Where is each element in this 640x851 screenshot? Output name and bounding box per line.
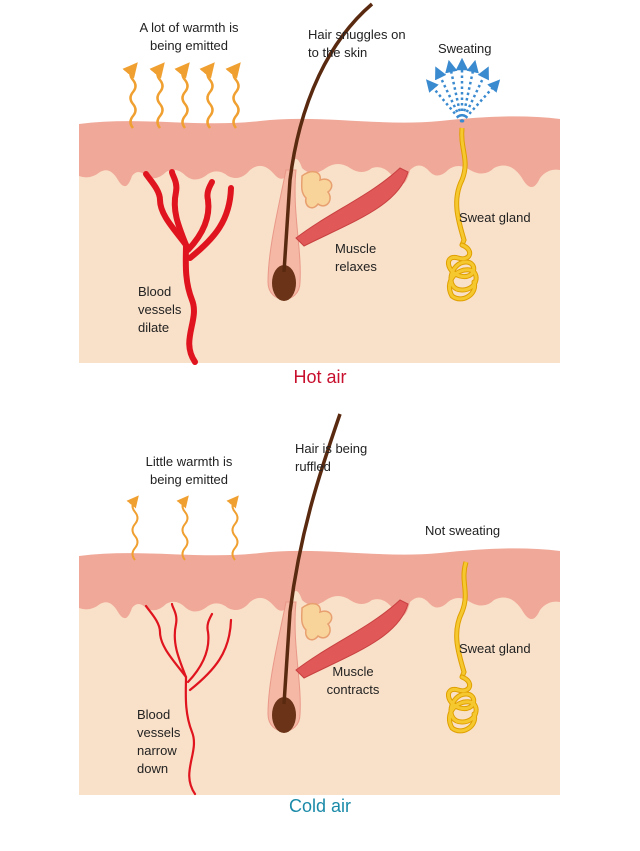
- blood-vessels-dilated: [143, 169, 234, 365]
- hair: [282, 2, 374, 273]
- sweat-gland-label: Sweat gland: [459, 641, 531, 656]
- sweat-droplets: [425, 57, 501, 123]
- heat-wave: [149, 62, 165, 129]
- sweat-gland-label: Sweat gland: [459, 210, 531, 225]
- hot-air-title: Hot air: [293, 367, 346, 387]
- cold-air-title: Cold air: [289, 796, 351, 816]
- heat-wave: [126, 495, 139, 561]
- heat-waves: [122, 62, 241, 129]
- heat-wave: [122, 62, 138, 129]
- heat-wave: [174, 62, 190, 129]
- hair-raised: [282, 413, 342, 705]
- heat-wave: [199, 62, 215, 129]
- skin-cross-section: [78, 547, 561, 796]
- heat-wave: [176, 495, 189, 561]
- blood-vessels-narrowed: [144, 602, 233, 796]
- heat-waves: [126, 495, 239, 561]
- heat-wave: [225, 62, 241, 129]
- heat-wave: [226, 495, 239, 561]
- sweat-duct: [455, 127, 467, 246]
- sweat-duct: [455, 561, 468, 678]
- not-sweating-label: Not sweating: [425, 523, 500, 538]
- sweat-label: Sweating: [438, 41, 491, 56]
